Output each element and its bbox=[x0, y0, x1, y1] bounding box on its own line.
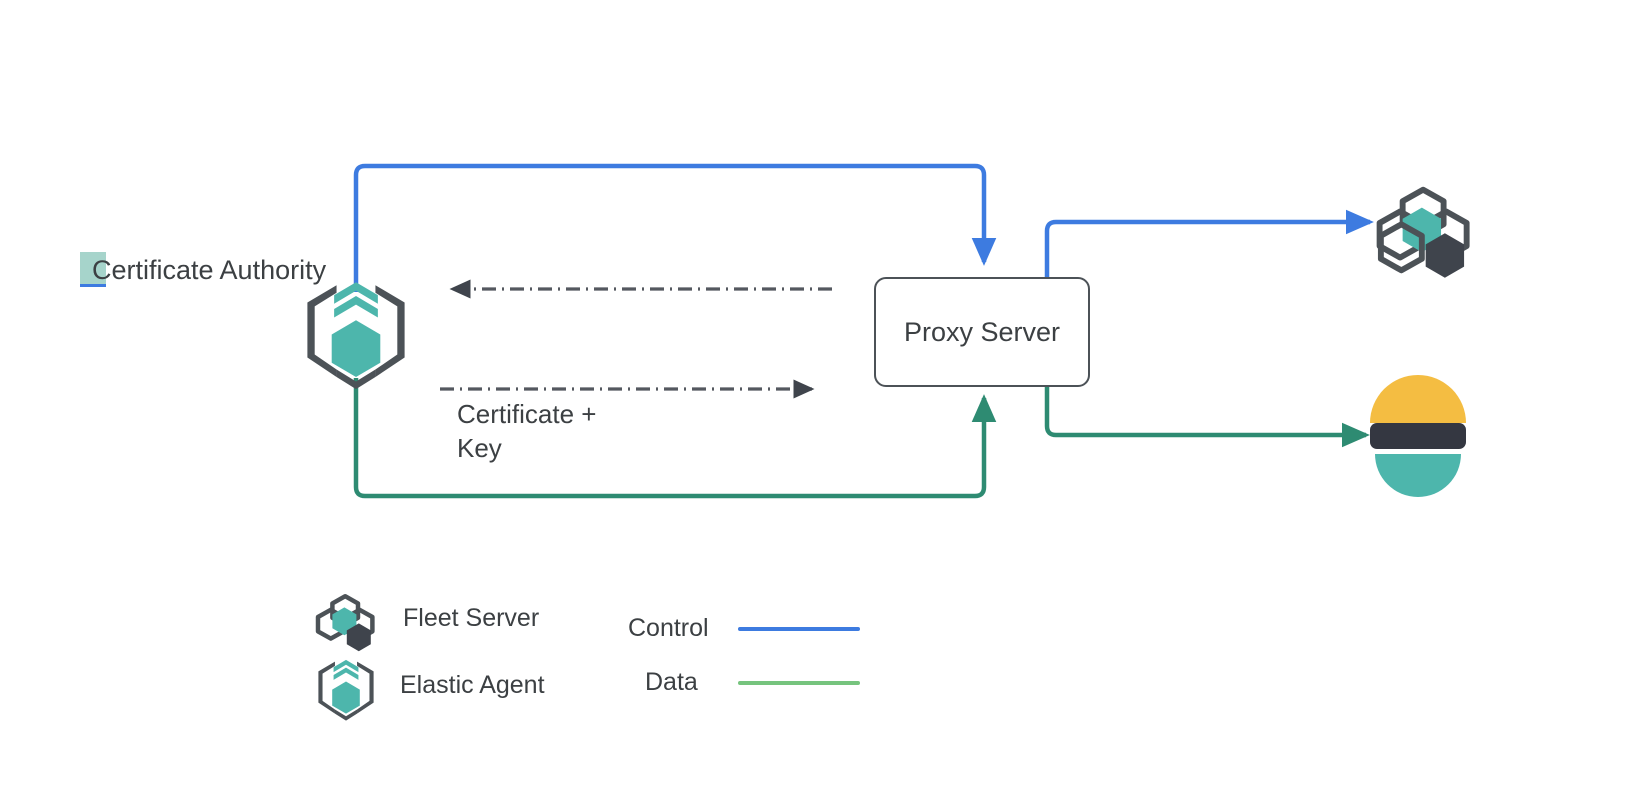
legend-item-label-fleet-server: Fleet Server bbox=[403, 604, 540, 632]
proxy-server-label: Proxy Server bbox=[903, 316, 1061, 347]
fleet-server-icon bbox=[1376, 186, 1470, 278]
legend-elastic-agent-icon bbox=[318, 659, 374, 721]
legend-line-swatch-data bbox=[738, 681, 860, 685]
legend-fleet-server-icon bbox=[315, 593, 375, 652]
edge-data-agent-to-proxy bbox=[353, 378, 997, 499]
certificate-key-line-2: Key bbox=[457, 433, 502, 463]
certificate-key-edge-label: Certificate + Key bbox=[457, 397, 596, 465]
certificate-authority-text-highlight bbox=[80, 252, 106, 286]
legend-item-label-elastic-agent: Elastic Agent bbox=[400, 671, 545, 699]
legend-line-swatch-control bbox=[738, 627, 860, 631]
elasticsearch-icon bbox=[1370, 375, 1466, 497]
legend-line-label-data: Data bbox=[645, 668, 698, 696]
elastic-agent-icon bbox=[307, 282, 405, 390]
certificate-authority-text-underline bbox=[80, 284, 106, 287]
edge-data-proxy-to-elasticsearch bbox=[1044, 387, 1370, 448]
edge-control-agent-to-proxy bbox=[353, 163, 997, 292]
edge-control-proxy-to-fleet bbox=[1044, 209, 1374, 277]
proxy-server-node[interactable]: Proxy Server bbox=[874, 277, 1090, 387]
certificate-authority-label: Certificate Authority bbox=[92, 255, 327, 285]
legend-line-label-control: Control bbox=[628, 614, 709, 642]
certificate-key-line-1: Certificate + bbox=[457, 399, 597, 429]
